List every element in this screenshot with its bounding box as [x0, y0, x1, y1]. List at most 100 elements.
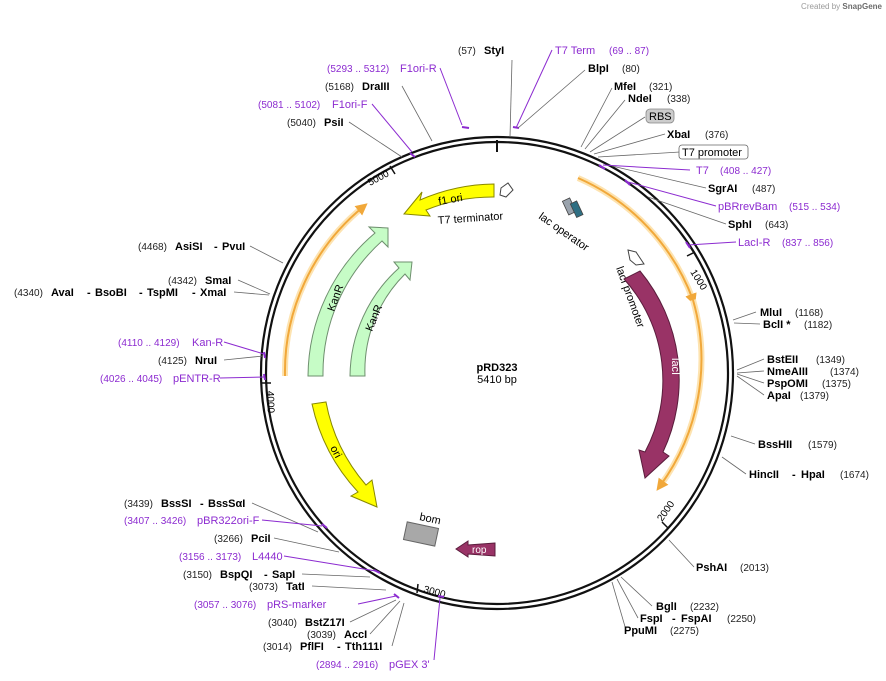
rop-feature[interactable] [455, 540, 496, 558]
tth111i-label[interactable]: Tth111I [345, 641, 382, 653]
lac-operator-label: lac operator [536, 211, 591, 254]
hincii-label[interactable]: HincII [749, 469, 779, 481]
f1ori-r-label[interactable]: F1ori-R [400, 63, 437, 75]
ndei-position: (338) [667, 94, 690, 105]
t7-position: (408 .. 427) [720, 166, 771, 177]
ori-label: ori [327, 444, 343, 460]
avai-separator-1: - [87, 287, 91, 299]
bsteii-label[interactable]: BstEII [767, 354, 798, 366]
ppumi-position: (2275) [670, 626, 699, 637]
leader-f1ori-f [371, 103, 413, 153]
t7-promoter-badge[interactable] [678, 144, 749, 160]
bsssai-label[interactable]: BssSαI [208, 498, 245, 510]
ndei-label[interactable]: NdeI [628, 93, 652, 105]
fspi-position: (2250) [727, 614, 756, 625]
ppumi-label[interactable]: PpuMI [624, 625, 657, 637]
bom-feature[interactable] [402, 521, 440, 547]
pvui-label[interactable]: PvuI [222, 241, 245, 253]
snapgene-credit: Created by SnapGene [801, 2, 882, 11]
bsssi-position: (3439) [124, 499, 153, 510]
rbs-badge[interactable] [645, 108, 675, 124]
l4440-label[interactable]: L4440 [252, 551, 283, 563]
leader-xbai [593, 133, 666, 155]
ori-feature[interactable] [311, 401, 378, 508]
psppomi-label[interactable]: PspOMI [767, 378, 808, 390]
f1ori-r-position: (5293 .. 5312) [327, 64, 389, 75]
blpi-label[interactable]: BlpI [588, 63, 609, 75]
mfei-label[interactable]: MfeI [614, 81, 636, 93]
bsobi-label[interactable]: BsoBI [95, 287, 127, 299]
pflfi-label[interactable]: PflFI [300, 641, 324, 653]
pentr-r-label[interactable]: pENTR-R [173, 373, 221, 385]
bsssi-separator: - [200, 498, 204, 510]
pbrrevbam-position: (515 .. 534) [789, 202, 840, 213]
leader-bsteii [736, 358, 765, 371]
bsshii-label[interactable]: BssHII [758, 439, 792, 451]
hpai-label[interactable]: HpaI [801, 469, 825, 481]
f1-ori-label: f1 ori [437, 192, 463, 208]
styi-label[interactable]: StyI [484, 45, 504, 57]
prs-marker-label[interactable]: pRS-marker [267, 599, 327, 611]
acci-label[interactable]: AccI [344, 629, 367, 641]
leader-bgli [620, 576, 653, 607]
kanr-outer-feature[interactable] [307, 226, 389, 377]
bstz17i-label[interactable]: BstZ17I [305, 617, 345, 629]
bgli-label[interactable]: BglI [656, 601, 677, 613]
snapgene-logo-text: SnapGene [842, 2, 882, 11]
leader-pcii [273, 537, 340, 553]
pgex-label[interactable]: pGEX 3' [389, 659, 430, 671]
primer-tick-pentr-r [263, 373, 266, 381]
avai-label[interactable]: AvaI [51, 287, 74, 299]
sgrai-label[interactable]: SgrAI [708, 183, 737, 195]
t7-label[interactable]: T7 [696, 165, 709, 177]
leader-acci [369, 600, 401, 635]
t7term-label[interactable]: T7 Term [555, 45, 595, 57]
tspmi-label[interactable]: TspMI [147, 287, 178, 299]
pshai-label[interactable]: PshAI [696, 562, 727, 574]
sapi-label[interactable]: SapI [272, 569, 295, 581]
laci-feature[interactable] [623, 270, 680, 479]
tati-label[interactable]: TatI [286, 581, 305, 593]
primer-tick-f1ori-r [461, 126, 470, 129]
laci-r-label[interactable]: LacI-R [738, 237, 770, 249]
f1-ori-feature[interactable] [403, 183, 495, 217]
pflfi-separator: - [337, 641, 341, 653]
kanr-inner-feature[interactable] [349, 261, 413, 377]
pbrrevbam-label[interactable]: pBRrevBam [718, 201, 777, 213]
xmai-label[interactable]: XmaI [200, 287, 226, 299]
avai-separator-3: - [192, 287, 196, 299]
kanr-outer-label: KanR [326, 283, 347, 313]
f1ori-f-label[interactable]: F1ori-F [332, 99, 368, 111]
mlui-label[interactable]: MluI [760, 307, 782, 319]
leader-l4440 [283, 555, 377, 572]
nmeaiii-label[interactable]: NmeAIII [767, 366, 808, 378]
leader-prs-marker [357, 595, 397, 605]
sphi-label[interactable]: SphI [728, 219, 752, 231]
leader-tati [311, 585, 387, 591]
backbone-outer-ring [259, 135, 735, 611]
leader-bsshii [730, 435, 756, 445]
leader-avai [233, 291, 270, 296]
bcli-label[interactable]: BclI * [763, 319, 791, 331]
asisi-label[interactable]: AsiSI [175, 241, 203, 253]
bspqi-label[interactable]: BspQI [220, 569, 252, 581]
draiii-label[interactable]: DraIII [362, 81, 390, 93]
fspai-label[interactable]: FspAI [681, 613, 712, 625]
xbai-label[interactable]: XbaI [667, 129, 690, 141]
psii-label[interactable]: PsiI [324, 117, 344, 129]
leader-nrui [223, 355, 264, 361]
leader-laci-r [687, 241, 737, 246]
fspi-label[interactable]: FspI [640, 613, 663, 625]
leader-bspqi [301, 573, 371, 578]
asisi-separator: - [214, 241, 218, 253]
leader-pshai [668, 539, 695, 568]
pbr322ori-f-label[interactable]: pBR322ori-F [197, 515, 260, 527]
nrui-label[interactable]: NruI [195, 355, 217, 367]
apai-label[interactable]: ApaI [767, 390, 791, 402]
kan-r-label[interactable]: Kan-R [192, 337, 223, 349]
smai-label[interactable]: SmaI [205, 275, 231, 287]
leader-kan-r [223, 341, 265, 355]
leader-rbs [589, 116, 646, 153]
pcii-label[interactable]: PciI [251, 533, 271, 545]
bsssi-label[interactable]: BssSI [161, 498, 192, 510]
